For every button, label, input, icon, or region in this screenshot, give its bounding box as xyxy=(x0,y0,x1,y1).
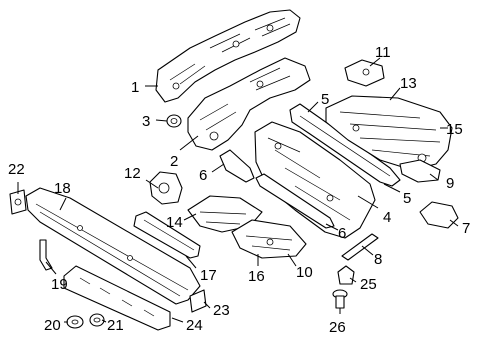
part-13-rear-floor xyxy=(325,95,453,171)
part-6-upper-reinforcement xyxy=(219,149,255,183)
part-12-bracket xyxy=(149,171,183,205)
part-3-grommet xyxy=(166,114,182,128)
part-23-clip xyxy=(189,289,207,313)
callout-19: 19 xyxy=(51,276,68,293)
callout-23: 23 xyxy=(213,302,230,319)
leader-lines xyxy=(17,57,459,323)
callout-7: 7 xyxy=(462,220,470,237)
callout-16: 16 xyxy=(248,268,265,285)
callout-5-lower: 5 xyxy=(403,190,411,207)
part-26-bolt xyxy=(332,289,348,309)
callout-26: 26 xyxy=(329,319,346,336)
callout-21: 21 xyxy=(107,317,124,334)
callout-22: 22 xyxy=(8,161,25,178)
callout-17: 17 xyxy=(200,267,217,284)
part-21-nut xyxy=(89,313,105,327)
part-22-clip xyxy=(9,189,27,215)
part-24-sill-cover xyxy=(63,265,171,331)
part-19-bracket xyxy=(39,239,53,271)
part-25-nut xyxy=(337,265,355,285)
part-6-lower-reinforcement xyxy=(255,173,335,229)
callout-18: 18 xyxy=(54,180,71,197)
part-18-side-sill xyxy=(25,187,201,305)
callout-11: 11 xyxy=(375,44,391,61)
part-1-dash-panel xyxy=(155,9,301,103)
callout-6-upper: 6 xyxy=(199,167,207,184)
callout-2: 2 xyxy=(170,153,178,170)
part-11-bracket xyxy=(344,59,385,87)
callout-9: 9 xyxy=(446,175,454,192)
callout-4: 4 xyxy=(383,209,391,226)
callout-8: 8 xyxy=(374,251,382,268)
callout-6-lower: 6 xyxy=(338,225,346,242)
part-20-nut xyxy=(66,315,84,329)
callout-5-upper: 5 xyxy=(321,91,329,108)
part-16-floor-section xyxy=(231,219,307,259)
callout-24: 24 xyxy=(186,317,203,334)
part-17-sill-reinforcement xyxy=(133,211,201,259)
part-7-bracket xyxy=(419,201,459,229)
part-2-toe-panel xyxy=(187,57,311,151)
part-8-strap xyxy=(341,233,379,261)
part-5-upper-rail xyxy=(289,103,401,187)
callout-20: 20 xyxy=(44,317,61,334)
part-14-floor-section xyxy=(187,195,263,233)
callout-12: 12 xyxy=(124,165,141,182)
callout-15: 15 xyxy=(446,121,463,138)
callout-3: 3 xyxy=(142,113,150,130)
callout-13: 13 xyxy=(400,75,417,92)
callout-labels: 1 2 3 4 5 5 6 6 7 8 9 10 11 12 13 14 15 … xyxy=(8,44,470,336)
callout-1: 1 xyxy=(131,79,139,96)
callout-14: 14 xyxy=(166,214,183,231)
callout-10: 10 xyxy=(296,264,313,281)
callout-25: 25 xyxy=(360,276,377,293)
